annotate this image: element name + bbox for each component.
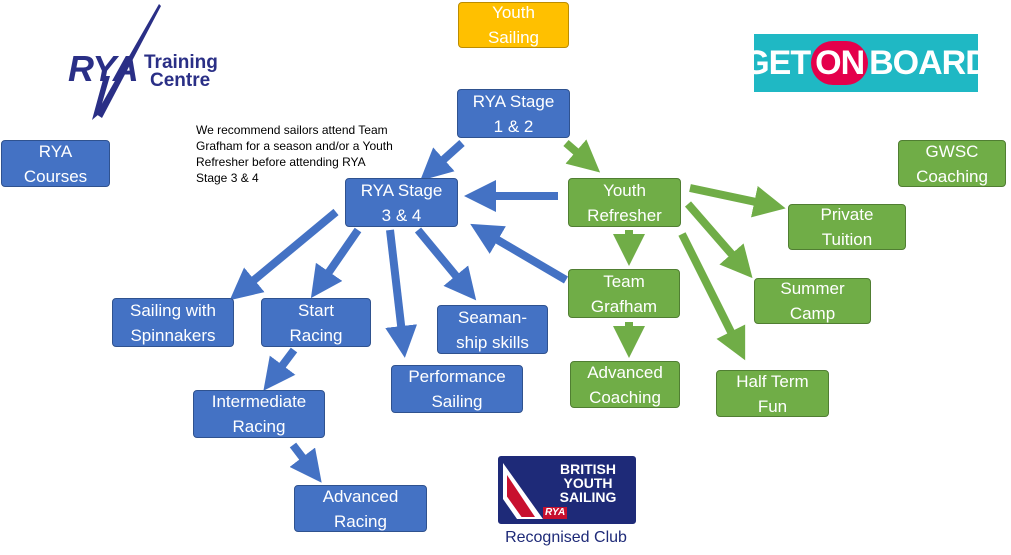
rya-training-label: Training — [144, 52, 218, 73]
arrow-refresher-to-private — [689, 184, 786, 218]
node-seamanship-skills: Seaman-ship skills — [437, 305, 548, 354]
rya-swoosh-icon — [92, 4, 161, 120]
arrow-stage34-to-seamanship — [414, 227, 477, 301]
recommendation-note: We recommend sailors attend Team Grafham… — [196, 123, 393, 185]
get-onboard-logo: GET ON BOARD — [743, 34, 990, 92]
arrow-grafham-to-stage34 — [470, 223, 569, 284]
arrow-stage12-to-refresher — [563, 139, 601, 173]
rya-centre-label: Centre — [150, 70, 211, 91]
arrow-refresher-to-summer — [684, 201, 753, 279]
arrow-stage34-to-start-racing — [310, 227, 362, 299]
get-text: GET — [743, 43, 811, 82]
on-badge: ON — [811, 41, 869, 85]
rya-letters: RYA — [68, 48, 139, 89]
bys-caption: Recognised Club — [505, 529, 627, 546]
british-youth-sailing-logo: BRITISH YOUTH SAILING RYA Recognised Clu… — [498, 456, 636, 552]
sail-flag-icon — [503, 463, 543, 519]
rya-training-centre-logo: RYA Training Centre — [62, 2, 232, 127]
arrow-intermediate-to-advanced — [289, 442, 322, 483]
board-text: BOARD — [869, 43, 990, 82]
bys-rya-badge: RYA — [543, 507, 568, 519]
arrow-refresher-to-halfterm — [678, 232, 746, 361]
bys-british: BRITISH — [560, 461, 616, 477]
bys-badge: BRITISH YOUTH SAILING RYA — [498, 456, 636, 524]
arrow-stage34-to-spinnakers — [229, 208, 339, 301]
bys-sailing: SAILING — [559, 489, 617, 505]
arrow-start-to-intermediate — [263, 347, 298, 391]
arrow-stage34-to-performance — [385, 229, 418, 358]
arrow-stage12-to-stage34 — [420, 140, 465, 181]
bys-youth: YOUTH — [563, 475, 613, 491]
